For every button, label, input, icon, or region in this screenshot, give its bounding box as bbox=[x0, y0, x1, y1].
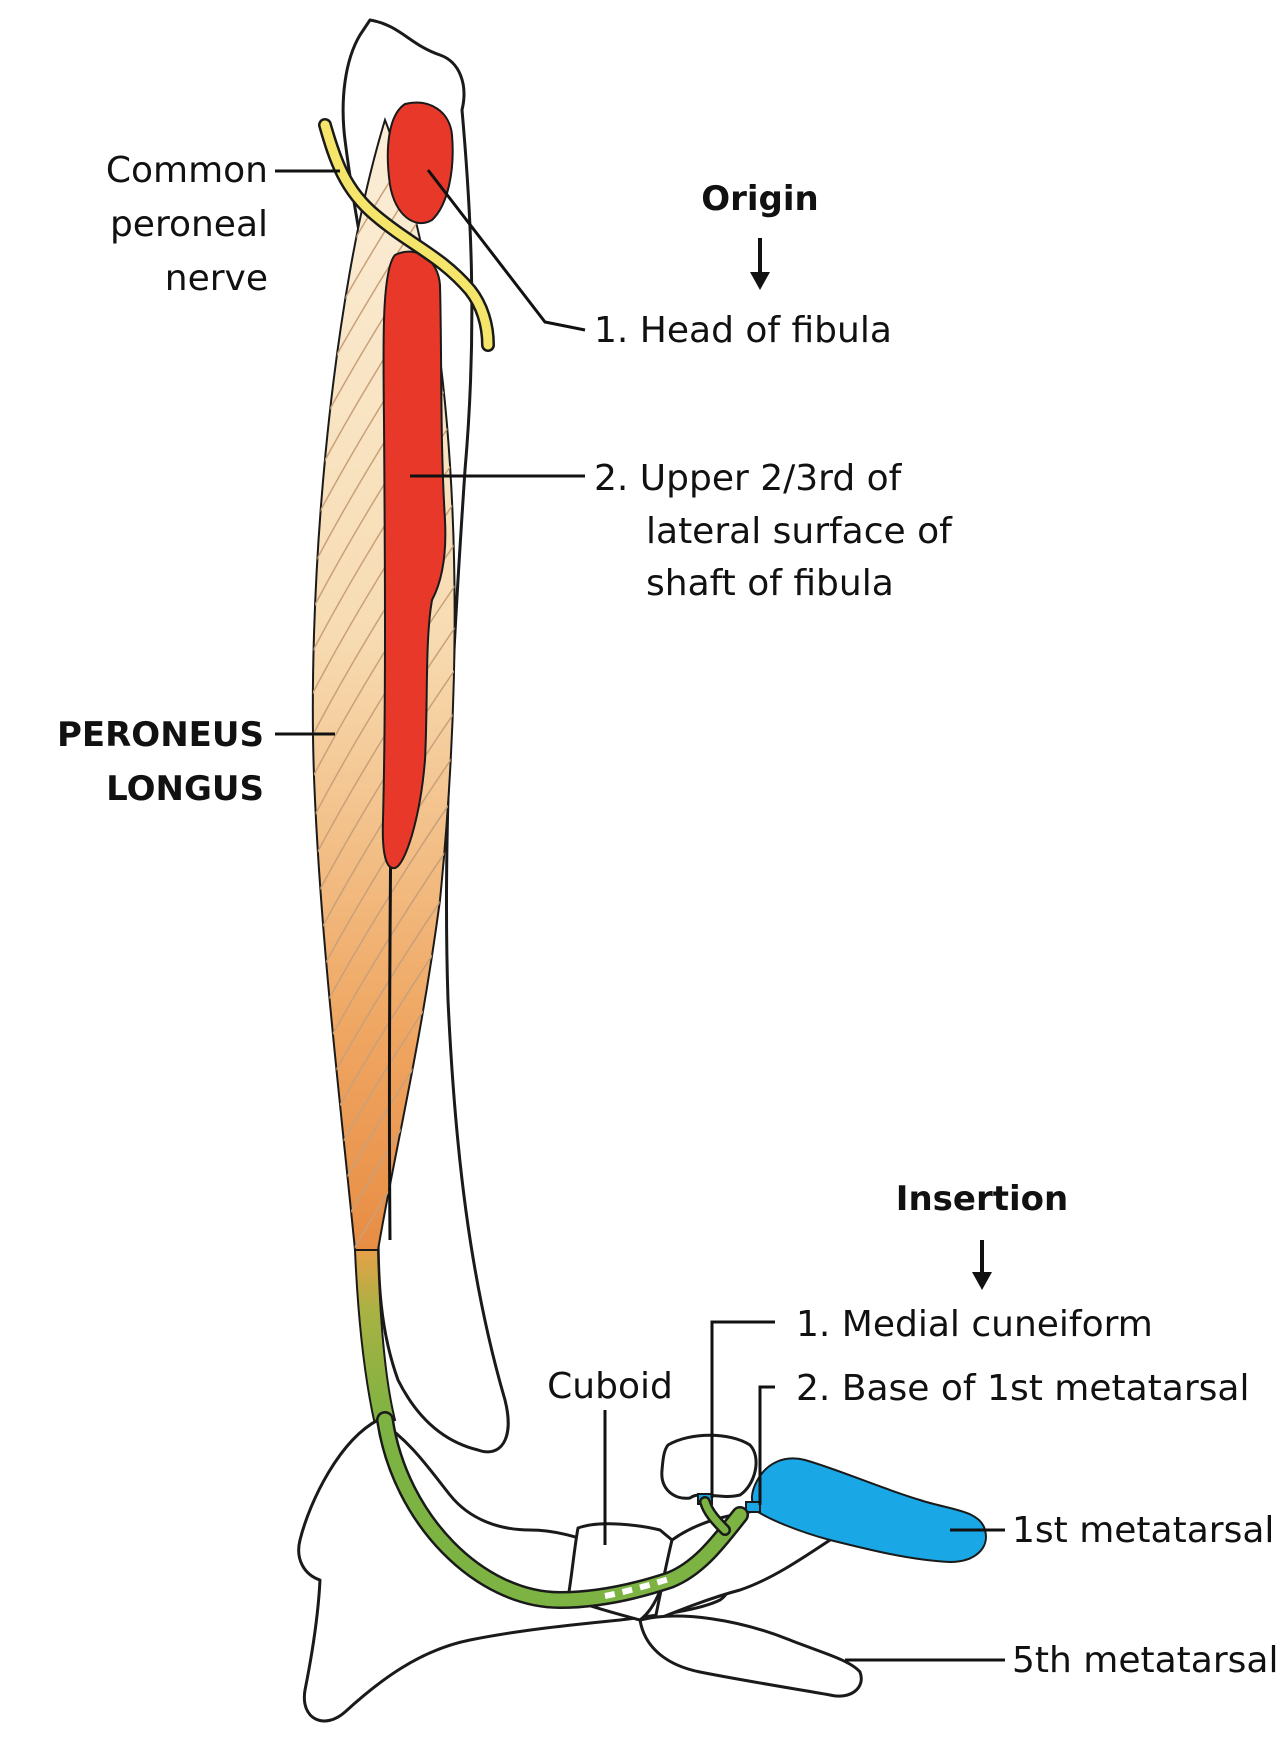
insertion-down-arrow-icon bbox=[972, 1240, 992, 1290]
head-of-fibula-attachment bbox=[388, 103, 453, 223]
label-origin-2-line2: lateral surface of bbox=[646, 511, 953, 552]
label-cuboid: Cuboid bbox=[547, 1366, 673, 1407]
origin-down-arrow-icon bbox=[750, 238, 770, 290]
label-common-peroneal-line2: peroneal bbox=[110, 204, 268, 245]
fifth-metatarsal-bone bbox=[640, 1616, 861, 1696]
label-fifth-metatarsal: 5th metatarsal bbox=[1012, 1640, 1278, 1681]
label-origin-2-line3: shaft of fibula bbox=[646, 563, 894, 604]
label-common-peroneal-line3: nerve bbox=[165, 258, 268, 299]
label-origin-2-line1: 2. Upper 2/3rd of bbox=[594, 458, 903, 499]
label-insertion-1: 1. Medial cuneiform bbox=[796, 1304, 1153, 1345]
insertion-heading: Insertion bbox=[896, 1179, 1068, 1219]
label-common-peroneal-line1: Common bbox=[106, 150, 268, 191]
label-peroneus-longus-line2: LONGUS bbox=[106, 769, 264, 809]
label-first-metatarsal: 1st metatarsal bbox=[1012, 1510, 1274, 1551]
first-metatarsal-base-attachment bbox=[746, 1502, 760, 1512]
label-peroneus-longus-line1: PERONEUS bbox=[57, 715, 264, 755]
origin-heading: Origin bbox=[701, 179, 819, 219]
label-origin-1: 1. Head of fibula bbox=[594, 310, 892, 351]
label-insertion-2: 2. Base of 1st metatarsal bbox=[796, 1368, 1249, 1409]
navicular-bone bbox=[662, 1435, 756, 1498]
